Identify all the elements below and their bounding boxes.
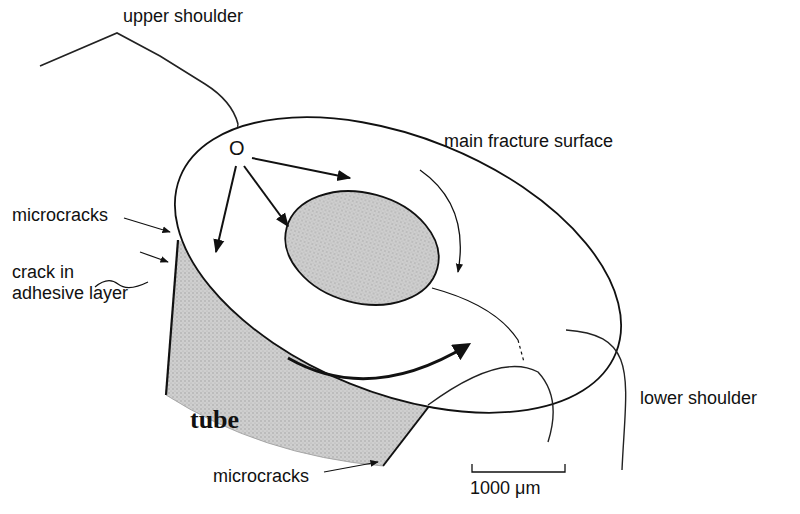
- origin-label: O: [229, 137, 245, 160]
- tube-bore: [272, 175, 451, 322]
- crack-front: [432, 288, 518, 340]
- part-label: upper shoulder: [123, 6, 243, 27]
- feature-label: microcracks: [213, 466, 309, 487]
- lower-shoulder-outline: [566, 330, 626, 470]
- lower-shoulder-outline: [428, 367, 553, 442]
- tube-edge: [166, 240, 178, 395]
- leader-line: [140, 252, 168, 262]
- feature-label: crack in adhesive layer: [12, 262, 144, 303]
- tube-edge: [383, 405, 430, 466]
- scale-bar: [472, 464, 565, 472]
- crack-direction-arrow: [288, 345, 468, 379]
- feature-label: microcracks: [12, 205, 108, 226]
- part-label: tube: [190, 405, 239, 435]
- crack-direction-arrow: [216, 166, 236, 252]
- fracture-face: [132, 58, 664, 471]
- upper-shoulder-outline: [40, 33, 238, 124]
- scale-label: 1000 μm: [470, 478, 540, 499]
- crack-front: [518, 340, 524, 362]
- region-label: main fracture surface: [444, 131, 613, 152]
- part-label: lower shoulder: [640, 388, 757, 409]
- crack-direction-arrow: [252, 158, 350, 178]
- crack-direction-arrow: [244, 166, 288, 226]
- crack-direction-arrow: [420, 170, 460, 272]
- leader-line: [324, 462, 378, 472]
- tube-edge: [166, 395, 383, 466]
- leader-line: [124, 218, 170, 232]
